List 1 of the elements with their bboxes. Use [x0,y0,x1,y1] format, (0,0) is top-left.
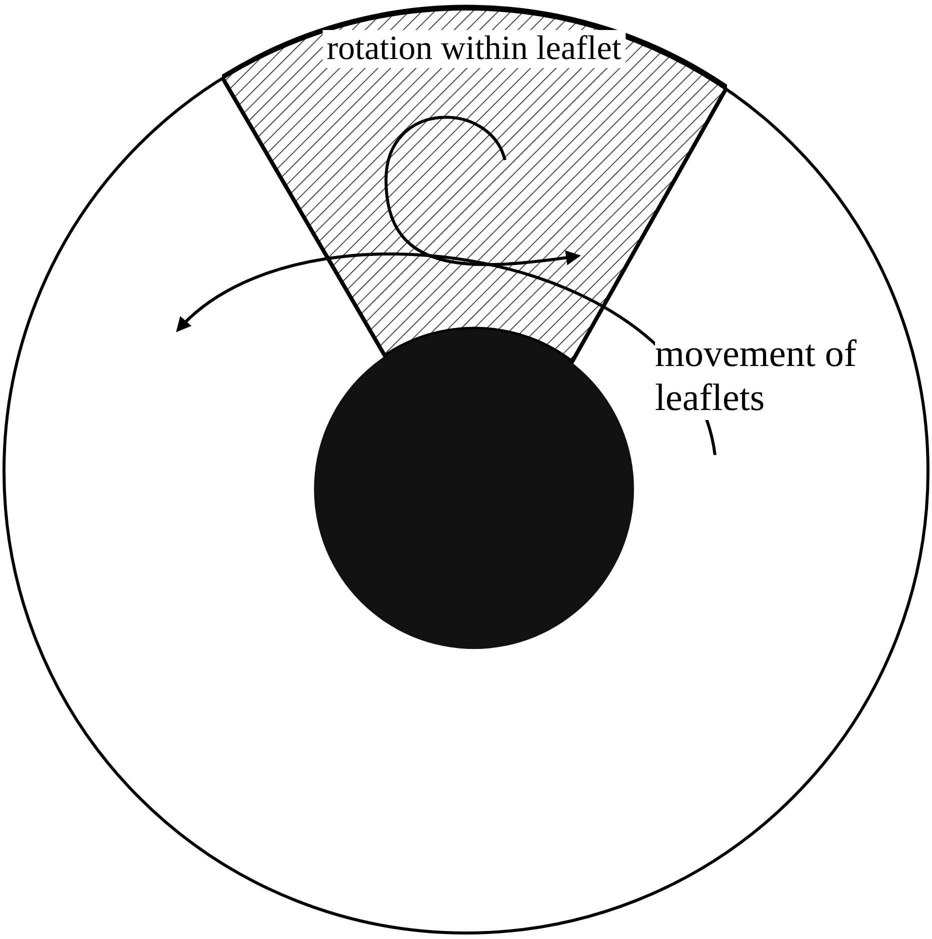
sector-caption: rotation within leaflet [322,30,626,68]
